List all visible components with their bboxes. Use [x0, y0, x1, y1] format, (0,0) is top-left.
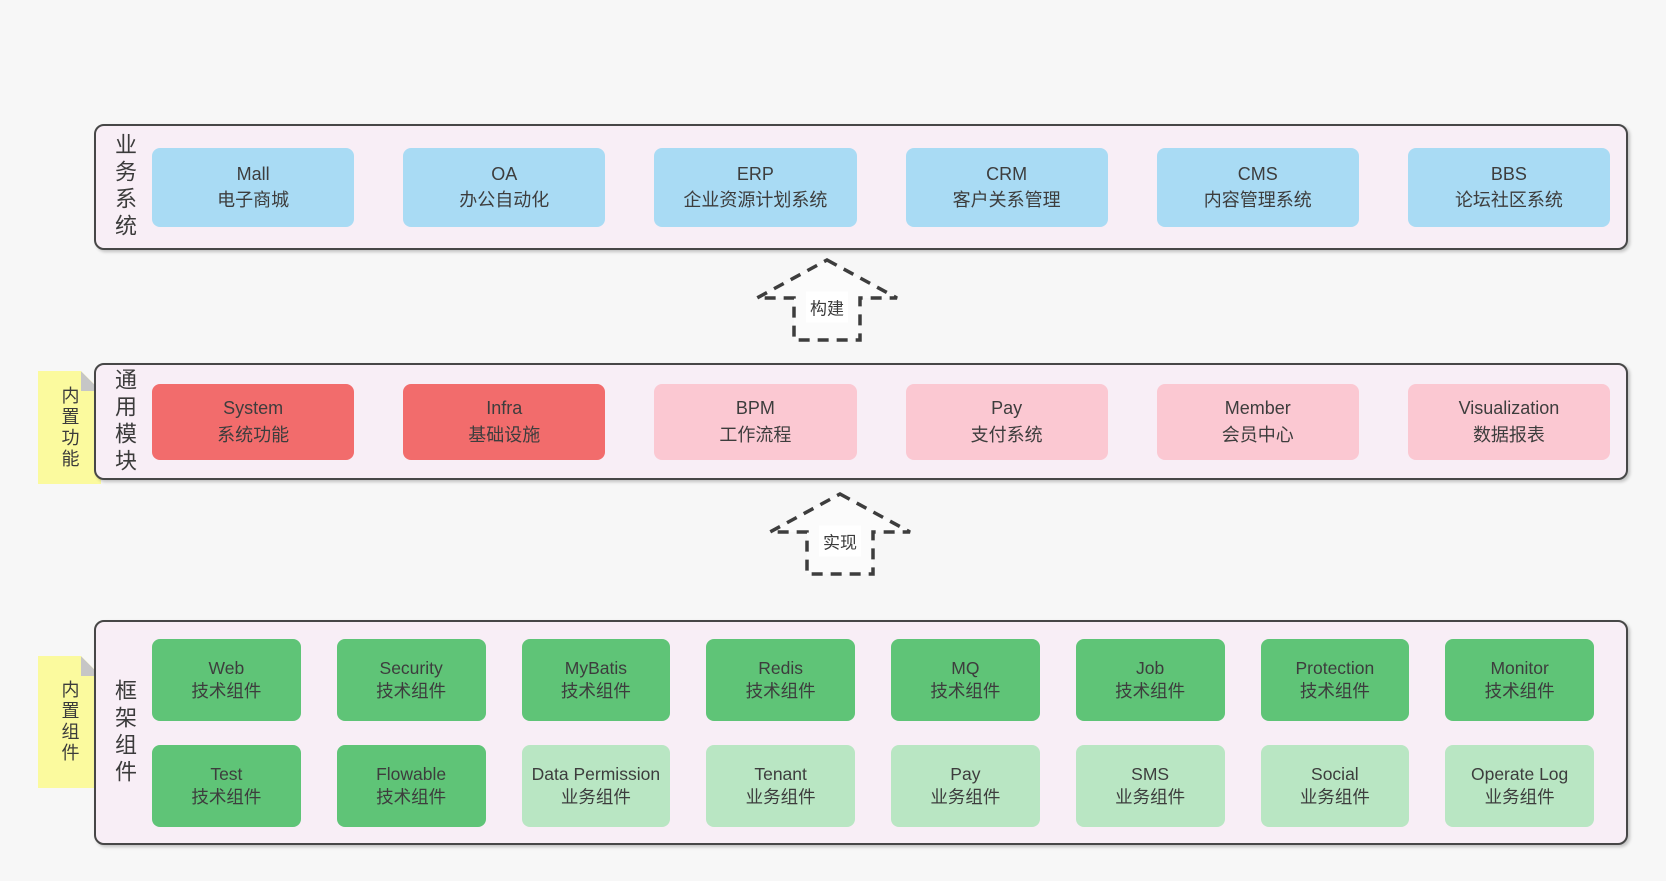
business-systems-label: 业务系统 — [112, 133, 137, 241]
box-sms: SMS 业务组件 — [1075, 744, 1225, 827]
box-pay-component: Pay 业务组件 — [891, 744, 1040, 827]
box-mall: Mall 电子商城 — [152, 147, 355, 227]
framework-components-grid: Web 技术组件 Security 技术组件 MyBatis 技术组件 Redi… — [152, 638, 1626, 827]
build-arrow: 构建 — [752, 255, 902, 345]
box-test: Test 技术组件 — [152, 744, 301, 827]
implement-arrow: 实现 — [765, 489, 915, 579]
box-member: Member 会员中心 — [1156, 383, 1359, 460]
box-erp: ERP 企业资源计划系统 — [654, 147, 857, 227]
box-cms: CMS 内容管理系统 — [1156, 147, 1359, 227]
box-data-permission: Data Permission 业务组件 — [521, 744, 671, 827]
framework-components-panel: 框架组件 Web 技术组件 Security 技术组件 MyBatis 技术组件… — [94, 620, 1628, 845]
tech-components-row: Web 技术组件 Security 技术组件 MyBatis 技术组件 Redi… — [152, 638, 1594, 721]
build-arrow-label: 构建 — [806, 291, 848, 323]
box-security: Security 技术组件 — [336, 638, 486, 721]
implement-arrow-label: 实现 — [819, 525, 861, 557]
box-infra: Infra 基础设施 — [403, 383, 606, 460]
box-system: System 系统功能 — [152, 383, 355, 460]
box-redis: Redis 技术组件 — [706, 638, 855, 721]
box-tenant: Tenant 业务组件 — [706, 744, 855, 827]
box-operate-log: Operate Log 业务组件 — [1445, 744, 1594, 827]
box-mq: MQ 技术组件 — [891, 638, 1040, 721]
sticky-note-built-in-components: 内置组件 — [38, 656, 101, 788]
business-systems-boxes: Mall 电子商城 OA 办公自动化 ERP 企业资源计划系统 CRM 客户关系… — [152, 147, 1626, 227]
box-monitor: Monitor 技术组件 — [1445, 638, 1594, 721]
box-mybatis: MyBatis 技术组件 — [521, 638, 671, 721]
box-oa: OA 办公自动化 — [403, 147, 606, 227]
biz-components-row: Test 技术组件 Flowable 技术组件 Data Permission … — [152, 744, 1594, 827]
box-flowable: Flowable 技术组件 — [336, 744, 486, 827]
box-web: Web 技术组件 — [152, 638, 301, 721]
box-social: Social 业务组件 — [1260, 744, 1410, 827]
common-modules-boxes: System 系统功能 Infra 基础设施 BPM 工作流程 Pay 支付系统… — [152, 383, 1626, 460]
box-bpm: BPM 工作流程 — [654, 383, 857, 460]
box-visualization: Visualization 数据报表 — [1407, 383, 1611, 460]
common-modules-panel: 通用模块 System 系统功能 Infra 基础设施 BPM 工作流程 Pay… — [94, 363, 1628, 480]
common-modules-label: 通用模块 — [112, 367, 137, 476]
business-systems-panel: 业务系统 Mall 电子商城 OA 办公自动化 ERP 企业资源计划系统 CRM… — [94, 124, 1628, 250]
box-job: Job 技术组件 — [1075, 638, 1225, 721]
box-crm: CRM 客户关系管理 — [905, 147, 1108, 227]
box-protection: Protection 技术组件 — [1260, 638, 1410, 721]
box-pay-system: Pay 支付系统 — [905, 383, 1108, 460]
box-bbs: BBS 论坛社区系统 — [1407, 147, 1611, 227]
framework-components-label: 框架组件 — [112, 678, 137, 787]
sticky-note-built-in-features: 内置功能 — [38, 371, 101, 484]
